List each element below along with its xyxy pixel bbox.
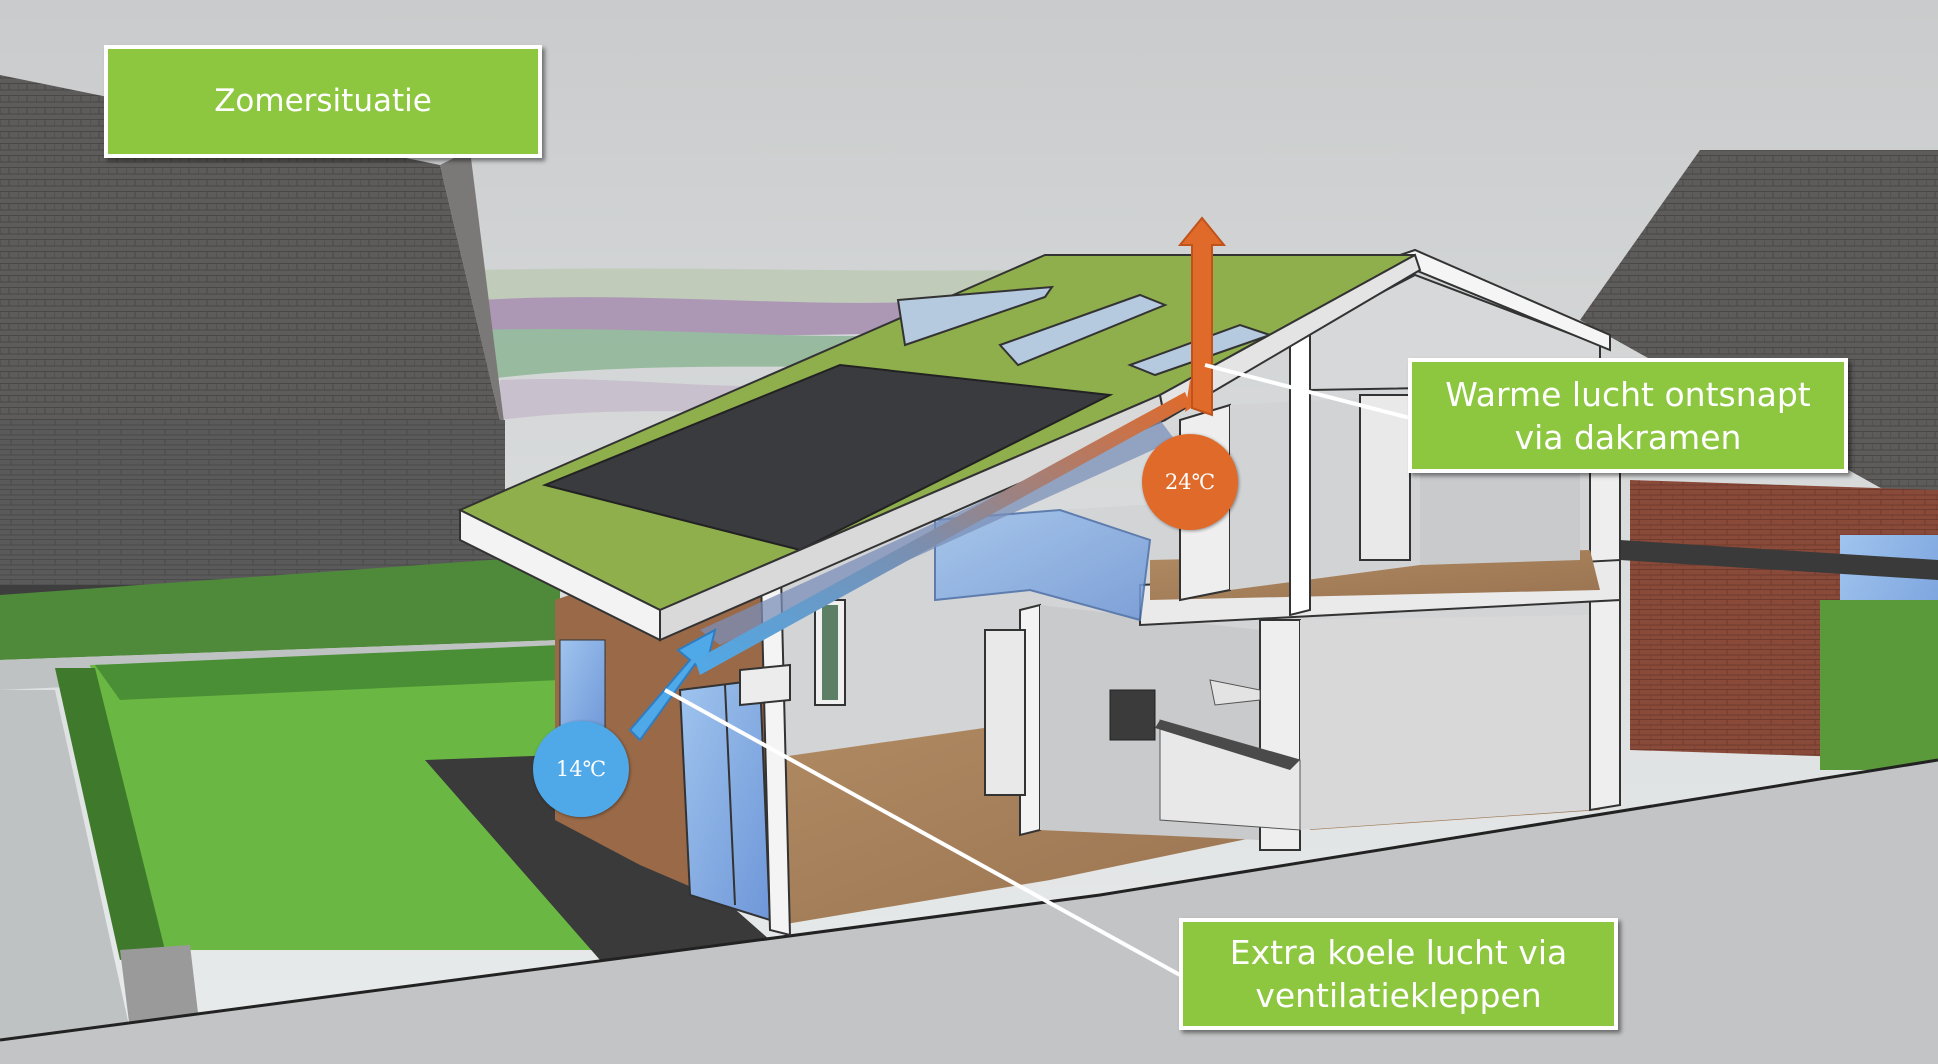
right-neighbour-house (1580, 150, 1938, 770)
warm-air-callout: Warme lucht ontsnapt via dakramen (1408, 358, 1848, 473)
cool-air-callout-text: Extra koele lucht via ventilatiekleppen (1230, 931, 1567, 1017)
cool-air-inlet-arrow (628, 628, 717, 742)
cool-air-callout: Extra koele lucht via ventilatiekleppen (1179, 918, 1618, 1030)
warm-air-exhaust-arrow (1177, 216, 1227, 417)
cool-air-line-2: ventilatiekleppen (1255, 976, 1542, 1015)
cool-temperature-label: 14℃ (555, 757, 607, 781)
green-roof (457, 253, 1422, 645)
roof-window-2 (998, 293, 1168, 367)
cool-air-leader-line (664, 688, 1181, 977)
roof-air-flow-arrow (695, 392, 1190, 675)
cool-temperature-badge: 14℃ (533, 721, 629, 817)
garden-left (0, 555, 650, 1040)
title-callout: Zomersituatie (104, 45, 542, 158)
air-flow-arrows (628, 216, 1227, 742)
warm-air-callout-text: Warme lucht ontsnapt via dakramen (1445, 373, 1811, 459)
left-neighbour-house (0, 75, 505, 597)
warm-air-leader-line (1204, 363, 1411, 420)
roof-window-1 (896, 285, 1055, 347)
warm-temperature-label: 24℃ (1164, 470, 1216, 494)
terrace-paving (425, 755, 770, 960)
warm-air-line-1: Warme lucht ontsnapt (1445, 374, 1811, 414)
cool-air-line-1: Extra koele lucht via (1229, 933, 1568, 972)
warm-temperature-badge: 24℃ (1142, 434, 1238, 530)
solar-panel-array (541, 363, 1114, 552)
page-title: Zomersituatie (214, 83, 432, 119)
warm-air-line-2: via dakramen (1514, 417, 1742, 457)
